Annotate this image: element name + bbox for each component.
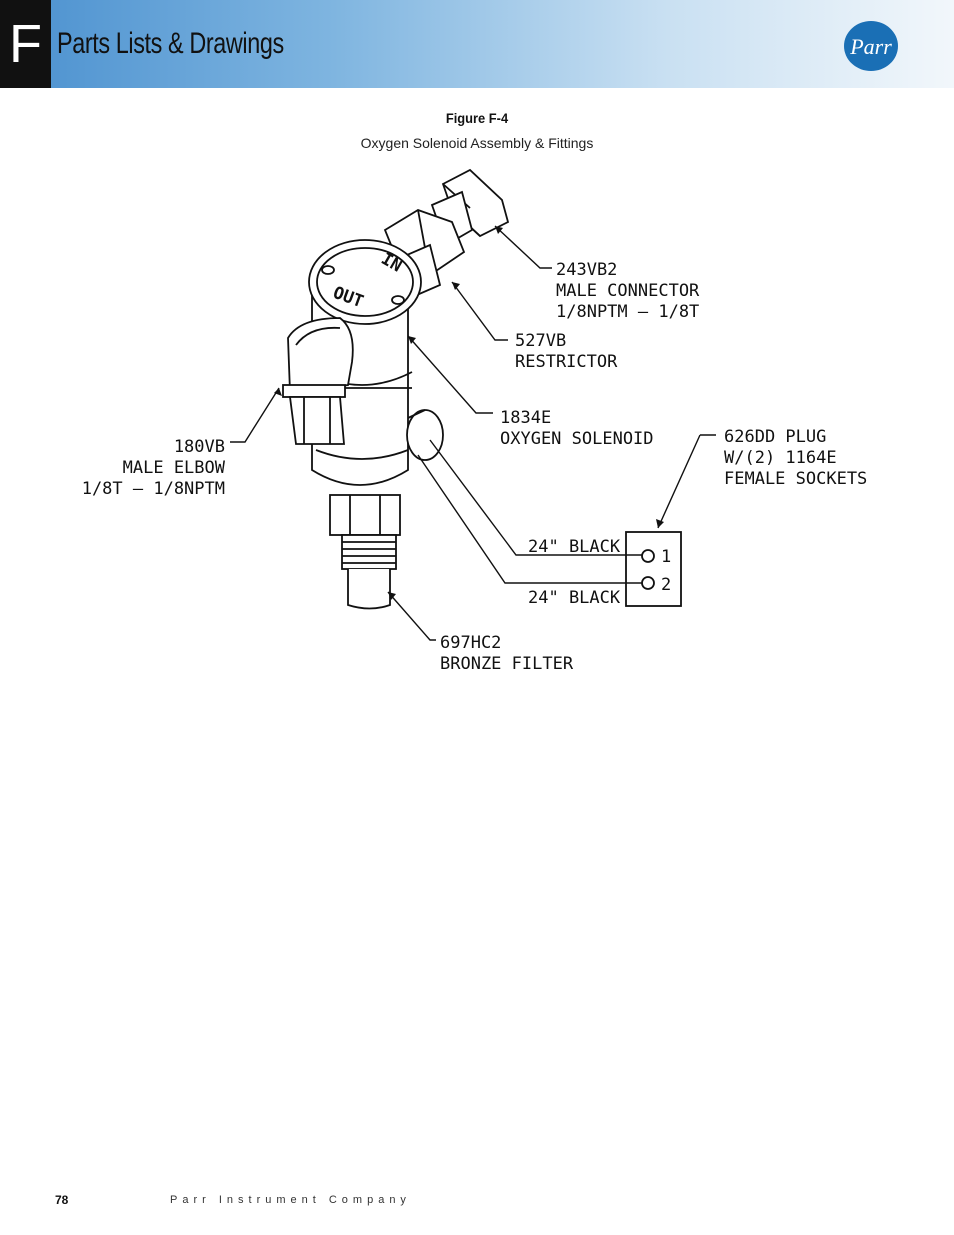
pin1-label: 1 (661, 547, 671, 567)
bronze-filter (329, 494, 401, 610)
elbow-label-part: 180VB (174, 437, 225, 457)
figure-caption: Oxygen Solenoid Assembly & Fittings (360, 135, 594, 151)
leader-lines (230, 225, 716, 641)
wire2-label: 24" BLACK (528, 588, 621, 608)
plug-pin-2 (641, 576, 655, 590)
connector-label-part: 243VB2 (556, 260, 617, 280)
page-header (0, 0, 954, 88)
logo-text: Parr (849, 34, 892, 59)
elbow-label-size: 1/8T – 1/8NPTM (82, 479, 225, 499)
plug-label-sockets: W/(2) 1164E (724, 448, 837, 468)
company-name: Parr Instrument Company (170, 1194, 411, 1206)
figure-title: Figure F-4 (445, 110, 509, 126)
restrictor-label-part: 527VB (515, 331, 566, 351)
restrictor-label-name: RESTRICTOR (515, 352, 618, 372)
parr-logo: Parr (844, 21, 898, 71)
page-number: 78 (55, 1193, 69, 1207)
connector-label-size: 1/8NPTM – 1/8T (556, 302, 699, 322)
wire1-label: 24" BLACK (528, 537, 621, 557)
plug-label-name: FEMALE SOCKETS (724, 469, 867, 489)
filter-label-part: 697HC2 (440, 633, 501, 653)
plug-box (625, 531, 682, 607)
filter-label-name: BRONZE FILTER (440, 654, 574, 674)
solenoid-label-part: 1834E (500, 408, 551, 428)
wires (417, 439, 642, 584)
section-letter-tab: F (0, 0, 51, 88)
plug-label-part: 626DD PLUG (724, 427, 826, 447)
pin2-label: 2 (661, 575, 671, 595)
solenoid-label-name: OXYGEN SOLENOID (500, 429, 654, 449)
elbow-label-name: MALE ELBOW (123, 458, 226, 478)
plug-pin-1 (641, 549, 655, 563)
male-elbow-fitting (282, 317, 354, 445)
connector-label-name: MALE CONNECTOR (556, 281, 700, 301)
section-title: Parts Lists & Drawings (57, 27, 284, 60)
solenoid-assembly-drawing: IN OUT 243VB2 MALE CONNECTOR 1/8NPTM – 1… (82, 168, 867, 674)
